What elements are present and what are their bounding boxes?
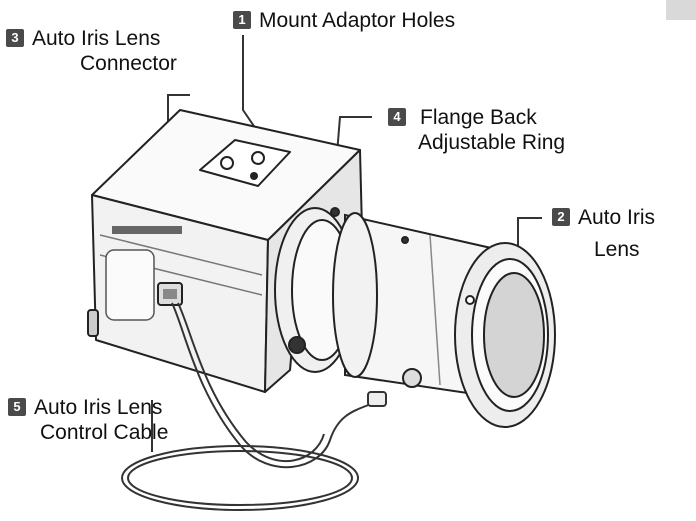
- callout-mount-adaptor-holes: 1 Mount Adaptor Holes: [233, 8, 455, 33]
- cable-loop: [121, 445, 359, 511]
- corner-tab: [666, 0, 696, 20]
- callout-auto-iris-lens-connector: 3 Auto Iris Lens Connector: [6, 26, 177, 76]
- callout-badge-3: 3: [6, 29, 24, 47]
- flange-screw: [288, 336, 306, 354]
- mount-hole: [250, 172, 258, 180]
- callout-text: Lens: [594, 238, 640, 261]
- callout-text: Control Cable: [40, 421, 169, 444]
- lens-knob: [402, 368, 422, 388]
- callout-text: Connector: [80, 52, 177, 75]
- leader-line-1: [242, 35, 261, 136]
- flange-top-screw: [330, 207, 340, 217]
- cable-loop: [127, 450, 353, 506]
- cable-wire: [171, 302, 381, 469]
- bottom-foot: [87, 309, 99, 337]
- callout-badge-1: 1: [233, 11, 251, 29]
- side-panel: [105, 249, 155, 321]
- connector-pins: [163, 289, 177, 299]
- body-groove: [99, 234, 263, 276]
- callout-badge-5: 5: [8, 398, 26, 416]
- callout-flange-back-ring: 4 Flange Back Adjustable Ring: [388, 105, 565, 155]
- mount-hole: [251, 151, 265, 165]
- callout-text: Flange Back: [420, 106, 537, 129]
- callout-auto-iris-lens: 2 Auto Iris Lens: [552, 205, 655, 262]
- auto-iris-control-cable: [121, 302, 387, 511]
- lens-ring-line: [429, 234, 441, 386]
- callout-badge-2: 2: [552, 208, 570, 226]
- lens-dot: [401, 236, 409, 244]
- lens-side-dot: [465, 295, 475, 305]
- callout-text: Mount Adaptor Holes: [259, 9, 456, 32]
- callout-text: Auto Iris: [578, 206, 656, 229]
- callout-text: Auto Iris Lens: [34, 396, 163, 419]
- callout-text: Adjustable Ring: [418, 131, 566, 154]
- lens-ring-1: [332, 212, 378, 378]
- cable-plug: [367, 391, 387, 407]
- callout-auto-iris-lens-control-cable: 5 Auto Iris Lens Control Cable: [8, 395, 168, 445]
- mount-plate: [199, 139, 291, 187]
- mount-hole: [220, 156, 234, 170]
- rear-marking: [112, 226, 182, 234]
- callout-text: Auto Iris Lens: [32, 27, 161, 50]
- callout-badge-4: 4: [388, 108, 406, 126]
- lens-glass: [483, 272, 545, 398]
- lens: [332, 212, 556, 428]
